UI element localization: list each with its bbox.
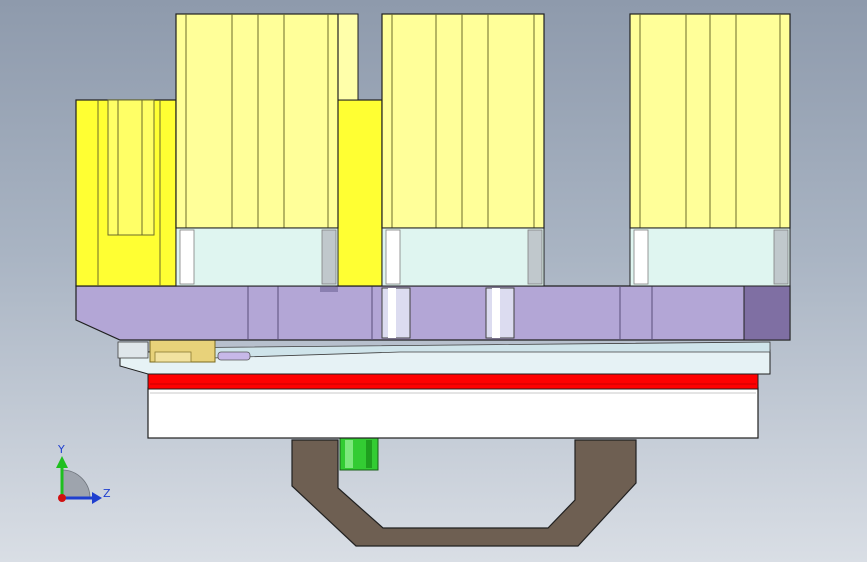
motor-right [629,13,791,287]
bottom-bracket [291,439,637,547]
motor-middle [381,13,545,287]
side-block-left [75,99,177,287]
white-base-plate [147,387,759,439]
triad-origin [58,494,66,502]
triad-gray-quadrant [61,469,91,499]
z-axis-arrow-icon [92,492,102,504]
y-axis-label: Y [57,443,65,456]
side-block-middle [335,13,383,287]
red-strip [147,371,759,390]
mount-plate [75,285,791,341]
green-fitting [339,437,379,471]
y-axis-arrow-icon [56,456,68,468]
z-axis-label: Z [103,487,111,500]
axis-triad: Y Z [56,443,111,504]
motor-left [175,13,339,287]
tapered-plate [117,337,771,375]
